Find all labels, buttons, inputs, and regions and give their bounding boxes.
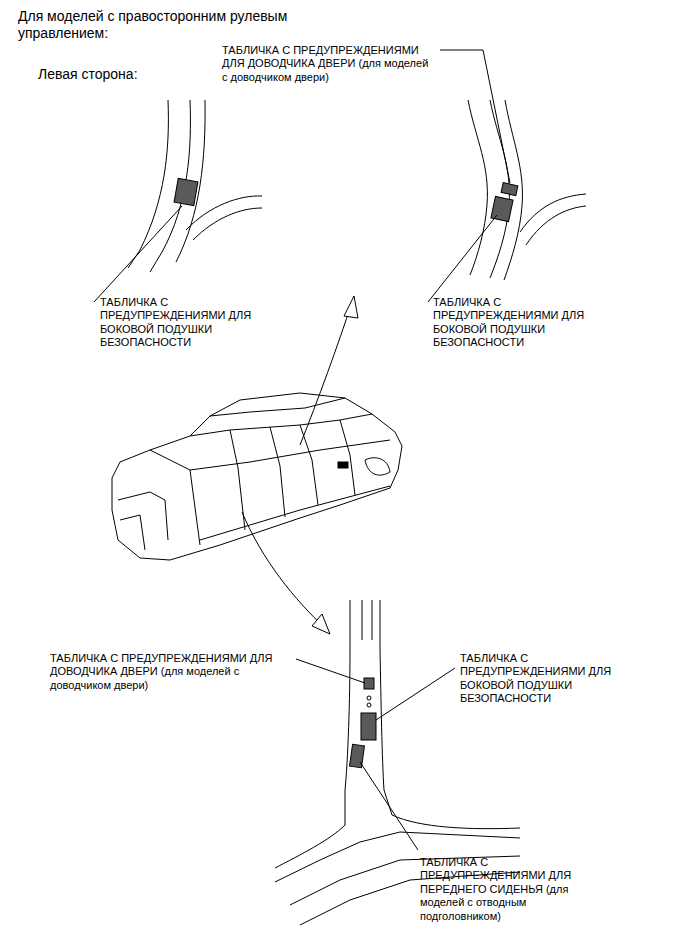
callout-label: ТАБЛИЧКА С ПРЕДУПРЕЖДЕНИЯМИ ДЛЯ ДОВОДЧИК…: [222, 44, 436, 84]
side-label: Левая сторона:: [38, 66, 138, 83]
car-body: [112, 393, 402, 560]
diagram-title: Для моделей с правосторонним рулевым упр…: [18, 8, 303, 42]
pillar-view-right: [468, 100, 586, 280]
callout-label: ТАБЛИЧКА С ПРЕДУПРЕЖДЕНИЯМИ ДЛЯ ПЕРЕДНЕГ…: [420, 856, 598, 923]
callout-label: ТАБЛИЧКА С ПРЕДУПРЕЖДЕНИЯМИ ДЛЯ БОКОВОЙ …: [433, 296, 611, 350]
callout-label: ТАБЛИЧКА С ПРЕДУПРЕЖДЕНИЯМИ ДЛЯ БОКОВОЙ …: [100, 296, 278, 350]
callout-label: ТАБЛИЧКА С ПРЕДУПРЕЖДЕНИЯМИ ДЛЯ БОКОВОЙ …: [460, 652, 638, 706]
leader-lines: [94, 50, 510, 850]
callout-label: ТАБЛИЧКА С ПРЕДУПРЕЖДЕНИЯМИ ДЛЯ ДОВОДЧИК…: [50, 652, 296, 692]
view-arrows: [242, 296, 358, 634]
pillar-view-left: [128, 100, 262, 272]
